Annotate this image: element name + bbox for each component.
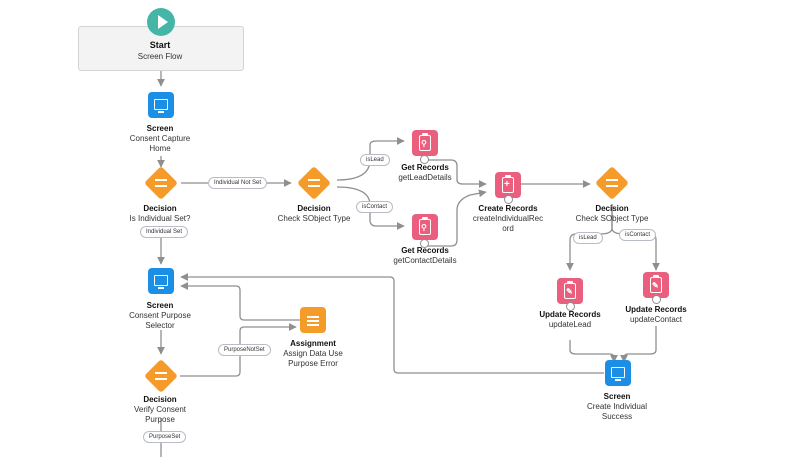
node-line1: Assign Data Use <box>283 349 343 358</box>
decision-sobject2-label: Decision Check SObject Type <box>562 204 662 224</box>
node-line1: createIndividualRec <box>472 214 544 223</box>
edge-getlead-create <box>425 159 487 188</box>
node-type: Get Records <box>401 163 449 172</box>
edge-label-purpose-set[interactable]: PurposeSet <box>143 431 187 443</box>
screen-home-label: Screen Consent Capture Home <box>110 124 210 154</box>
edge-label-iscontact-1[interactable]: isContact <box>356 201 394 213</box>
node-line1: Check SObject Type <box>277 214 351 223</box>
edge-success-loop <box>180 273 604 374</box>
node-type: Decision <box>143 204 177 213</box>
edge-updatecontact-success <box>620 326 657 363</box>
start-subtitle: Screen Flow <box>137 52 183 61</box>
create-connector[interactable] <box>504 195 513 204</box>
node-type: Decision <box>143 395 177 404</box>
node-line1: getLeadDetails <box>398 173 452 182</box>
decision-purpose-label: Decision Verify Consent Purpose <box>110 395 210 425</box>
edge-label-purpose-not-set[interactable]: PurposeNotSet <box>218 344 271 356</box>
search-record-icon[interactable]: ⚲ <box>412 130 438 156</box>
node-type: Update Records <box>539 310 601 319</box>
edit-record-icon[interactable]: ✎ <box>557 278 583 304</box>
play-icon <box>147 8 175 36</box>
start-label: Start Screen Flow <box>110 40 210 62</box>
node-line2: ord <box>502 224 514 233</box>
node-type: Screen <box>603 392 631 401</box>
get-contact-label: Get Records getContactDetails <box>375 246 475 266</box>
node-line1: Consent Purpose <box>129 311 191 320</box>
node-type: Assignment <box>290 339 336 348</box>
get-lead-connector[interactable] <box>420 155 429 164</box>
node-type: Get Records <box>401 246 449 255</box>
edge-updatelead-success <box>569 340 618 363</box>
edge-getcontact-create <box>425 189 487 247</box>
node-line1: updateLead <box>548 320 592 329</box>
node-line2: Purpose <box>145 415 175 424</box>
search-record-icon[interactable]: ⚲ <box>412 214 438 240</box>
node-line1: Consent Capture <box>129 134 191 143</box>
edge-label-individual-set[interactable]: Individual Set <box>140 226 189 238</box>
edge-iscontact-1 <box>336 186 405 230</box>
node-type: Update Records <box>625 305 687 314</box>
node-line2: Selector <box>145 321 175 330</box>
monitor-icon[interactable] <box>605 360 631 386</box>
assignment-label: Assignment Assign Data Use Purpose Error <box>263 339 363 369</box>
start-title: Start <box>149 40 171 50</box>
equals-icon[interactable] <box>300 307 326 333</box>
edge-assignment-loop <box>180 282 300 321</box>
monitor-icon[interactable] <box>148 268 174 294</box>
screen-purpose-label: Screen Consent Purpose Selector <box>110 301 210 331</box>
update-contact-connector[interactable] <box>652 295 661 304</box>
node-line1: getContactDetails <box>393 256 457 265</box>
get-contact-connector[interactable] <box>420 239 429 248</box>
update-lead-connector[interactable] <box>566 302 575 311</box>
node-line1: Is Individual Set? <box>129 214 191 223</box>
node-line1: Verify Consent <box>133 405 187 414</box>
edge-label-iscontact-2[interactable]: isContact <box>619 229 657 241</box>
node-type: Screen <box>146 124 174 133</box>
get-lead-label: Get Records getLeadDetails <box>375 163 475 183</box>
node-line2: Success <box>601 412 633 421</box>
node-line2: Home <box>149 144 171 153</box>
node-type: Decision <box>297 204 331 213</box>
decision-individual-label: Decision Is Individual Set? <box>110 204 210 224</box>
create-individual-label: Create Records createIndividualRec ord <box>458 204 558 234</box>
edit-record-icon[interactable]: ✎ <box>643 272 669 298</box>
update-lead-label: Update Records updateLead <box>520 310 620 330</box>
add-record-icon[interactable]: + <box>495 172 521 198</box>
edge-label-islead-2[interactable]: isLead <box>573 232 603 244</box>
edge-islead-1 <box>336 137 405 181</box>
node-line1: updateContact <box>629 315 683 324</box>
node-type: Create Records <box>478 204 538 213</box>
node-line1: Check SObject Type <box>575 214 649 223</box>
edge-label-islead-1[interactable]: isLead <box>360 154 390 166</box>
edge-label-individual-not-set[interactable]: Individual Not Set <box>208 177 268 189</box>
node-line1: Create Individual <box>586 402 648 411</box>
node-type: Decision <box>595 204 629 213</box>
node-type: Screen <box>146 301 174 310</box>
node-line2: Purpose Error <box>288 359 338 368</box>
decision-sobject1-label: Decision Check SObject Type <box>264 204 364 224</box>
screen-success-label: Screen Create Individual Success <box>567 392 667 422</box>
update-contact-label: Update Records updateContact <box>606 305 706 325</box>
monitor-icon[interactable] <box>148 92 174 118</box>
